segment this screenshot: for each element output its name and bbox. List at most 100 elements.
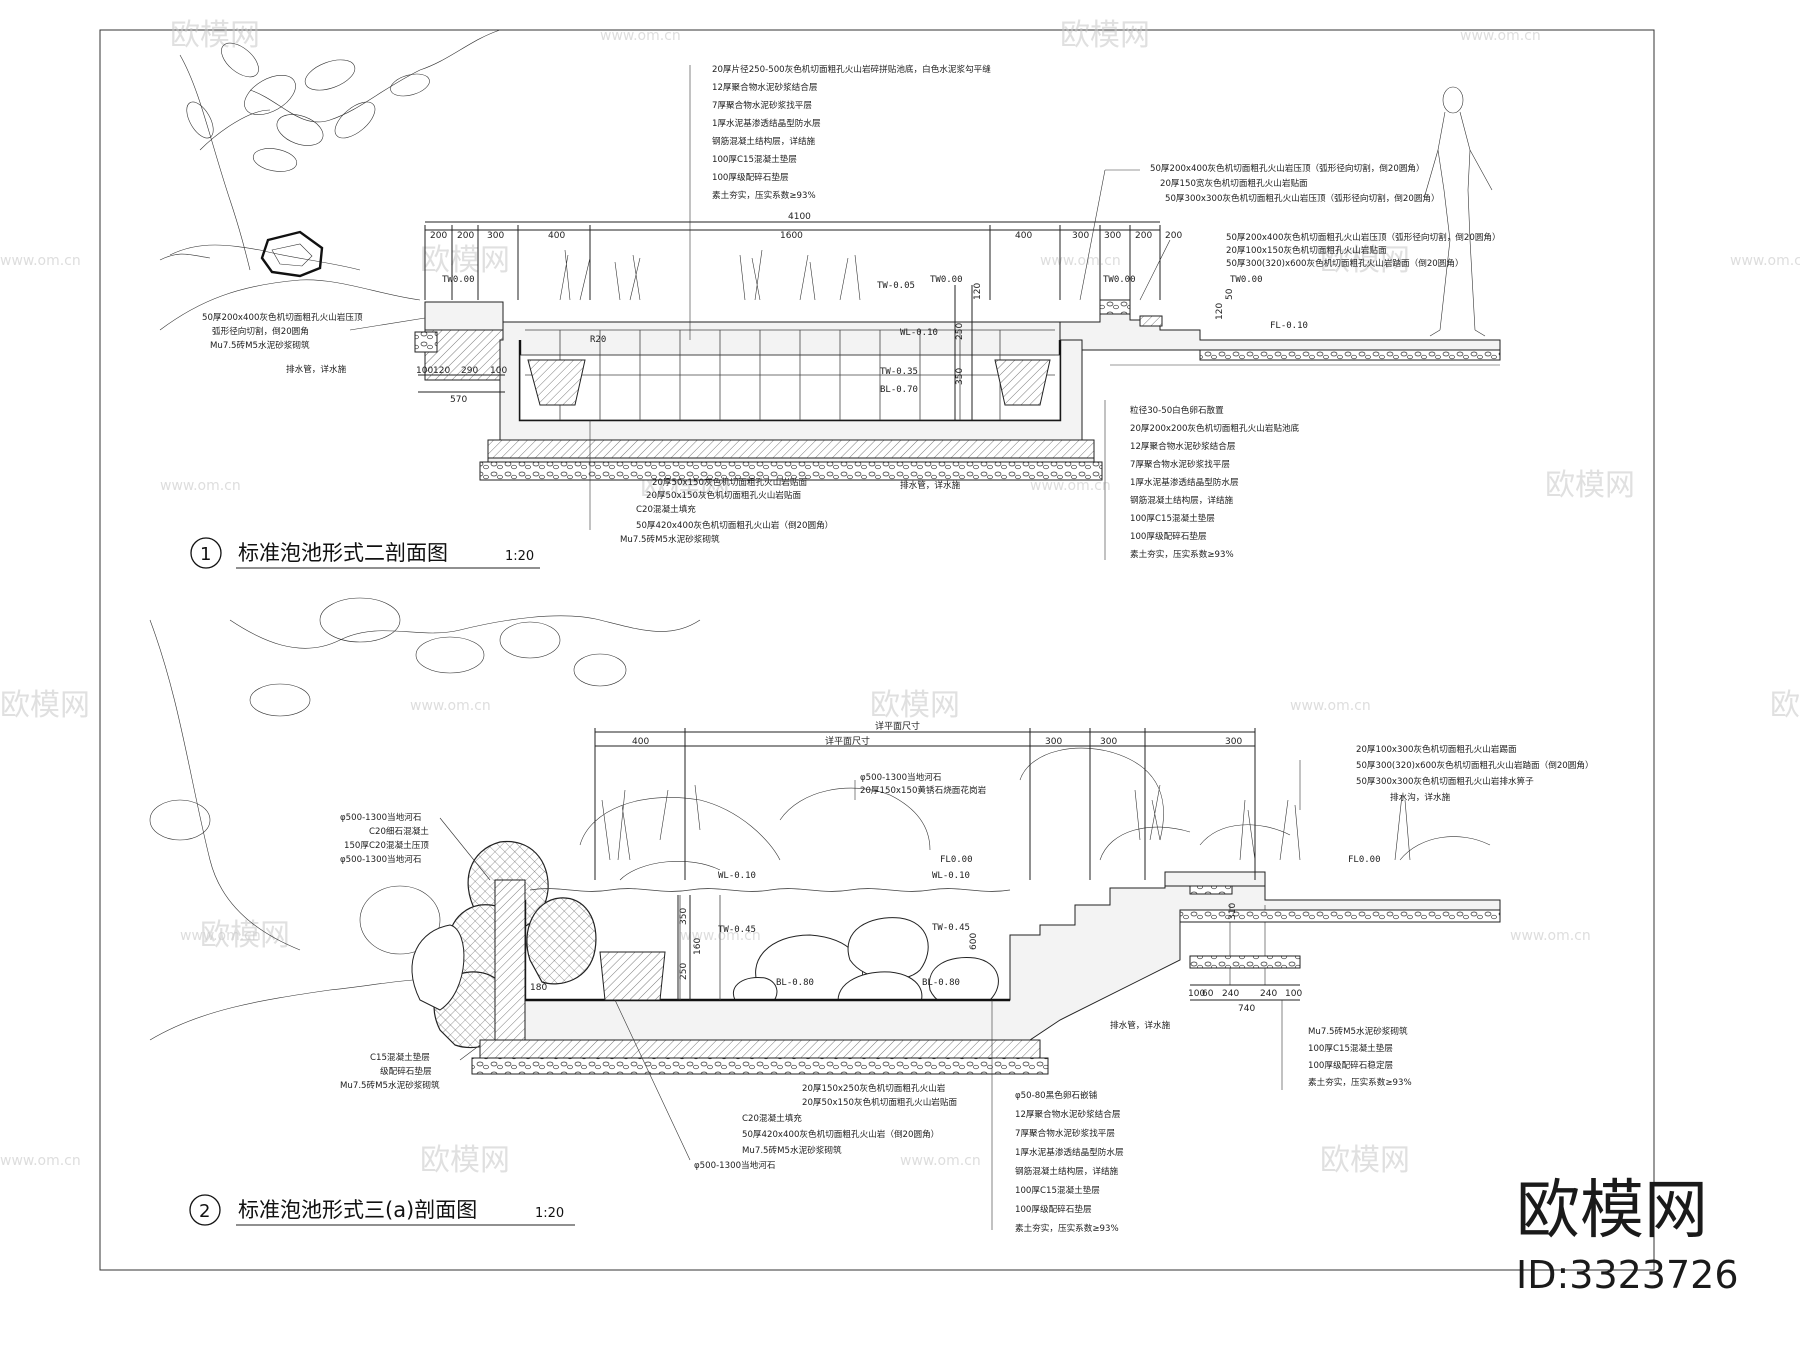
svg-text:290: 290 <box>461 366 478 376</box>
svg-text:弧形径向切割，倒20圆角: 弧形径向切割，倒20圆角 <box>212 325 309 337</box>
svg-text:7厚聚合物水泥砂浆找平层: 7厚聚合物水泥砂浆找平层 <box>1130 458 1230 470</box>
svg-text:www.om.cn: www.om.cn <box>0 1153 81 1169</box>
svg-text:12厚聚合物水泥砂浆结合层: 12厚聚合物水泥砂浆结合层 <box>1015 1108 1121 1120</box>
brand-id: ID:3323726 <box>1516 1253 1739 1297</box>
watermark-27: 欧模网 <box>1320 1143 1410 1178</box>
svg-text:Mu7.5砖M5水泥砂浆砌筑: Mu7.5砖M5水泥砂浆砌筑 <box>620 533 720 545</box>
svg-text:WL-0.10: WL-0.10 <box>932 871 970 881</box>
svg-text:www.om.cn: www.om.cn <box>600 28 681 44</box>
brand-logo: 欧模网 <box>1516 1174 1708 1248</box>
watermark-25: 欧模网 <box>420 1143 510 1178</box>
boulder-d <box>526 897 597 985</box>
svg-text:350: 350 <box>679 908 689 925</box>
svg-text:1:20: 1:20 <box>505 549 534 564</box>
svg-text:50厚300(320)x600灰色机切面粗孔火山岩踏面（倒2: 50厚300(320)x600灰色机切面粗孔火山岩踏面（倒20圆角） <box>1226 257 1464 269</box>
reeds-1 <box>559 249 861 301</box>
svg-text:300: 300 <box>1225 737 1242 747</box>
svg-text:240: 240 <box>1222 989 1239 999</box>
concrete-pad-2 <box>479 1039 1041 1059</box>
figure-woman <box>1424 86 1493 337</box>
svg-text:欧模网: 欧模网 <box>1060 18 1150 53</box>
svg-text:20厚200x200灰色机切面粗孔火山岩贴池底: 20厚200x200灰色机切面粗孔火山岩贴池底 <box>1130 422 1300 434</box>
dim-1-7: 300 <box>1104 231 1121 241</box>
watermark-26: www.om.cn <box>900 1153 981 1169</box>
dim-1-1: 200 <box>457 231 474 241</box>
water-lines-1 <box>525 329 1055 420</box>
svg-text:www.om.cn: www.om.cn <box>160 478 241 494</box>
svg-text:标准泡池形式三(a)剖面图: 标准泡池形式三(a)剖面图 <box>238 1198 477 1222</box>
svg-text:详平面尺寸: 详平面尺寸 <box>825 735 870 747</box>
svg-text:www.om.cn: www.om.cn <box>1510 928 1591 944</box>
svg-text:C15混凝土垫层: C15混凝土垫层 <box>370 1051 430 1063</box>
dim-1-8: 200 <box>1135 231 1152 241</box>
svg-text:50厚300x300灰色机切面粗孔火山岩压顶（弧形径向切割，: 50厚300x300灰色机切面粗孔火山岩压顶（弧形径向切割，倒20圆角） <box>1165 192 1440 204</box>
dim-1-4: 1600 <box>780 231 803 241</box>
ground-left <box>159 279 421 331</box>
svg-text:www.om.cn: www.om.cn <box>1730 253 1800 269</box>
dim-1-9: 200 <box>1165 231 1182 241</box>
concrete-pad-1 <box>487 439 1095 459</box>
svg-text:欧模网: 欧模网 <box>1770 688 1800 723</box>
svg-text:Mu7.5砖M5水泥砂浆砌筑: Mu7.5砖M5水泥砂浆砌筑 <box>1308 1025 1408 1037</box>
svg-text:Mu7.5砖M5水泥砂浆砌筑: Mu7.5砖M5水泥砂浆砌筑 <box>742 1144 842 1156</box>
svg-text:150厚C20混凝土压顶: 150厚C20混凝土压顶 <box>344 839 429 851</box>
svg-text:100厚级配碎石垫层: 100厚级配碎石垫层 <box>1130 530 1207 542</box>
watermark-19: www.om.cn <box>180 928 261 944</box>
pebble-2 <box>847 917 929 980</box>
boulder-left <box>260 230 324 278</box>
svg-text:www.om.cn: www.om.cn <box>900 1153 981 1169</box>
svg-text:50厚300(320)x600灰色机切面粗孔火山岩踏面（倒2: 50厚300(320)x600灰色机切面粗孔火山岩踏面（倒20圆角） <box>1356 759 1594 771</box>
svg-text:TW-0.45: TW-0.45 <box>718 925 756 935</box>
svg-text:50厚200x400灰色机切面粗孔火山岩压顶（弧形径向切割，: 50厚200x400灰色机切面粗孔火山岩压顶（弧形径向切割，倒20圆角） <box>1150 162 1425 174</box>
elevations-2: WL-0.10 TW-0.45 BL-0.80 BL-0.80 FL0.00 F… <box>718 855 1381 988</box>
section-2: 详平面尺寸 400 详平面尺寸 300 300 300 350 160 250 … <box>149 597 1594 1234</box>
svg-text:BL-0.80: BL-0.80 <box>776 978 814 988</box>
svg-text:300: 300 <box>1045 737 1062 747</box>
elevations-1: TW0.00 TW-0.05 TW0.00 TW0.00 TW0.00 WL-0… <box>442 275 1308 395</box>
svg-text:欧模网: 欧模网 <box>200 918 290 953</box>
svg-text:600: 600 <box>969 933 979 950</box>
brand-block: 欧模网 ID:3323726 <box>1516 1174 1739 1297</box>
svg-text:素土夯实，压实系数≥93%: 素土夯实，压实系数≥93% <box>712 189 816 201</box>
svg-text:100: 100 <box>1188 989 1205 999</box>
svg-text:50厚420x400灰色机切面粗孔火山岩（倒20圆角）: 50厚420x400灰色机切面粗孔火山岩（倒20圆角） <box>742 1128 939 1140</box>
svg-text:20厚100x150灰色机切面粗孔火山岩贴面: 20厚100x150灰色机切面粗孔火山岩贴面 <box>1226 244 1387 256</box>
svg-text:BL-0.80: BL-0.80 <box>922 978 960 988</box>
svg-text:160: 160 <box>693 938 703 955</box>
watermark-17: www.om.cn <box>1290 698 1371 714</box>
watermark-2: www.om.cn <box>600 28 681 44</box>
watermark-18: 欧模网 <box>1770 688 1800 723</box>
tree-illustration-1 <box>159 29 501 271</box>
watermark-20: 欧模网 <box>200 918 290 953</box>
svg-text:Mu7.5砖M5水泥砂浆砌筑: Mu7.5砖M5水泥砂浆砌筑 <box>210 339 310 351</box>
dimension-bottom-2: 100 60 240 240 100 740 <box>1188 984 1302 1014</box>
notes-top-1: 20厚片径250-500灰色机切面粗孔火山岩碎拼贴池底，白色水泥浆勾平缝 12厚… <box>689 63 991 340</box>
svg-text:TW0.00: TW0.00 <box>1103 275 1136 285</box>
svg-text:φ500-1300当地河石: φ500-1300当地河石 <box>694 1159 776 1171</box>
svg-text:20厚150x250灰色机切面粗孔火山岩: 20厚150x250灰色机切面粗孔火山岩 <box>802 1082 946 1094</box>
seat-right <box>994 359 1051 406</box>
dimension-vertical-2: 350 160 250 180 600 310 <box>530 895 1238 1000</box>
svg-text:欧模网: 欧模网 <box>420 243 510 278</box>
drain-note-1: 排水管，详水施 <box>900 479 961 491</box>
watermark-5: www.om.cn <box>0 253 81 269</box>
svg-text:粒径30-50白色卵石散置: 粒径30-50白色卵石散置 <box>1130 404 1224 416</box>
watermark-10: www.om.cn <box>160 478 241 494</box>
svg-text:250: 250 <box>955 323 965 340</box>
svg-text:www.om.cn: www.om.cn <box>1460 28 1541 44</box>
watermark-1: 欧模网 <box>170 18 260 53</box>
dimension-top-2: 详平面尺寸 400 详平面尺寸 300 300 300 <box>594 720 1256 880</box>
watermark-9: www.om.cn <box>1730 253 1800 269</box>
paving-right-1 <box>1199 349 1501 361</box>
svg-text:R20: R20 <box>590 335 606 345</box>
svg-text:1厚水泥基渗透结晶型防水层: 1厚水泥基渗透结晶型防水层 <box>1015 1146 1124 1158</box>
notes-right-bottom-2: Mu7.5砖M5水泥砂浆砌筑 100厚C15混凝土垫层 100厚级配碎石稳定层 … <box>1281 1000 1412 1090</box>
svg-text:100厚级配碎石稳定层: 100厚级配碎石稳定层 <box>1308 1059 1394 1071</box>
watermark-14: 欧模网 <box>0 688 90 723</box>
svg-text:TW0.00: TW0.00 <box>930 275 963 285</box>
svg-text:300: 300 <box>1100 737 1117 747</box>
svg-text:TW-0.35: TW-0.35 <box>880 367 918 377</box>
watermark-23: www.om.cn <box>1510 928 1591 944</box>
svg-text:FL0.00: FL0.00 <box>1348 855 1381 865</box>
